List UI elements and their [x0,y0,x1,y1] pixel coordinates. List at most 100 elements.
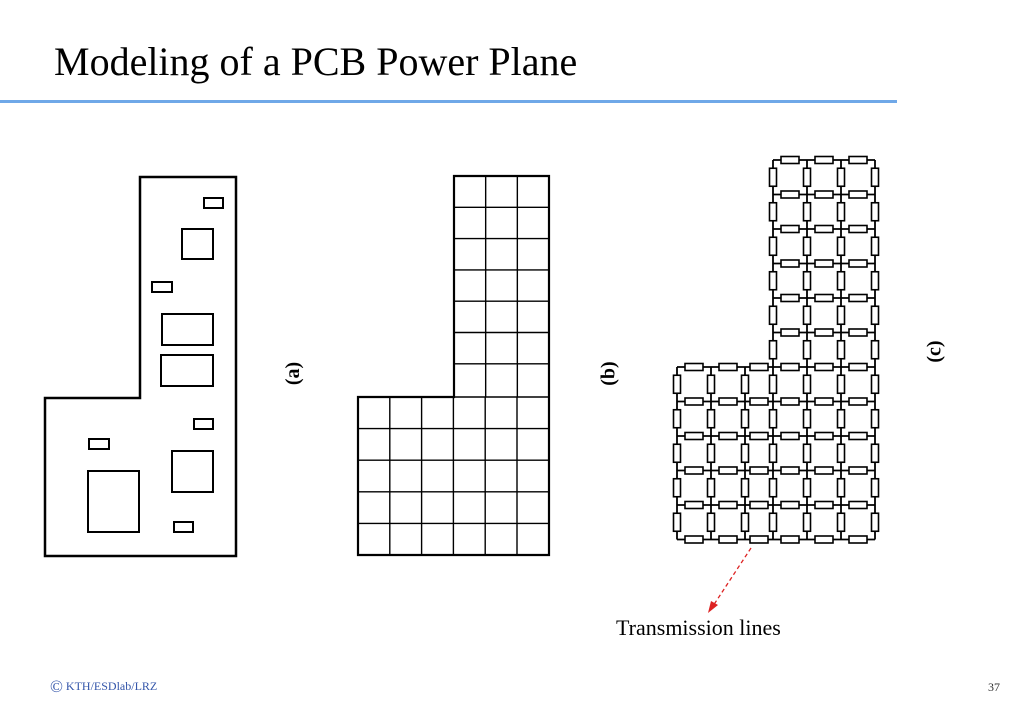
transmission-line-element [836,477,846,498]
transmission-line-element [802,477,812,498]
transmission-line-element [814,397,834,406]
transmission-line-element [836,236,846,257]
transmission-line-element [802,167,812,188]
transmission-line-element [740,512,750,533]
callout-arrow [708,547,752,613]
transmission-line-element [706,443,716,464]
transmission-line-element [718,397,738,406]
transmission-line-element [749,500,769,510]
transmission-line-element [780,397,800,406]
transmission-line-element [848,328,868,337]
transmission-line-element [848,466,868,475]
board-outline [43,175,238,558]
component-cutout [87,470,140,533]
transmission-line-element [836,374,846,395]
component-cutout [193,418,214,430]
transmission-line-element [749,535,769,544]
transmission-line-element [706,408,716,429]
transmission-line-element [814,328,834,337]
transmission-line-element [706,512,716,533]
figure-label-a: (a) [282,361,305,386]
transmission-line-element [684,362,704,372]
transmission-line-element [740,477,750,498]
transmission-line-element [802,443,812,464]
transmission-line-element [836,408,846,429]
transmission-line-element [740,374,750,395]
transmission-line-element [870,443,880,464]
board-outline-figure [43,175,238,558]
page-number: 37 [988,680,1000,694]
title-rule [0,100,897,103]
slide-title: Modeling of a PCB Power Plane [54,39,578,84]
transmission-line-element [672,512,682,533]
transmission-line-element [780,259,800,268]
footer-credit: © KTH/ESDlab/LRZ [50,677,157,697]
transmission-line-element [870,477,880,498]
transmission-line-element [684,535,704,544]
transmission-lines-label: Transmission lines [616,615,781,640]
transmission-line-element [749,431,769,441]
transmission-line-element [740,408,750,429]
transmission-line-element [768,167,778,188]
transmission-line-element [749,466,769,475]
component-cutout [181,228,214,260]
footer-text: KTH/ESDlab/LRZ [65,679,158,693]
transmission-line-element [749,397,769,406]
transmission-line-element [684,431,704,441]
transmission-line-element [768,477,778,498]
transmission-line-element [814,259,834,268]
transmission-line-element [848,190,868,199]
transmission-line-element [870,339,880,360]
transmission-line-element [672,443,682,464]
transmission-line-element [836,270,846,291]
transmission-line-element [814,431,834,441]
transmission-line-element [870,305,880,326]
transmission-line-element [780,328,800,337]
transmission-line-element [814,535,834,544]
transmission-line-element [836,201,846,222]
transmission-line-element [768,270,778,291]
transmission-line-element [814,293,834,303]
transmission-line-element [672,374,682,395]
figure-label-b: (b) [597,361,620,386]
component-cutout [160,354,214,387]
transmission-line-element [706,374,716,395]
component-cutout [203,197,224,209]
mesh-grid [356,174,551,557]
transmission-line-element [870,167,880,188]
transmission-line-element [802,512,812,533]
transmission-line-element [848,293,868,303]
transmission-line-element [870,270,880,291]
transmission-line-element [802,305,812,326]
transmission-line-element [768,236,778,257]
transmission-line-element [814,155,834,165]
transmission-line-element [780,431,800,441]
transmission-line-element [718,362,738,372]
transmission-line-element [802,374,812,395]
transmission-line-element [836,167,846,188]
transmission-line-element [768,339,778,360]
component-cutout [151,281,173,293]
transmission-line-element [836,512,846,533]
transmission-line-element [768,512,778,533]
transmission-line-element [802,270,812,291]
component-cutout [161,313,214,346]
transmission-line-element [848,259,868,268]
transmission-line-element [836,339,846,360]
transmission-line-element [848,500,868,510]
transmission-line-element [836,443,846,464]
transmission-line-element [848,362,868,372]
transmission-line-element [870,201,880,222]
transmission-line-element [684,397,704,406]
transmission-line-element [802,339,812,360]
transmission-line-element [780,535,800,544]
transmission-line-element [814,362,834,372]
transmission-line-element [814,224,834,234]
transmission-line-element [848,397,868,406]
transmission-line-element [672,408,682,429]
transmission-line-element [718,431,738,441]
transmission-line-element [780,466,800,475]
transmission-line-element [740,443,750,464]
transmission-line-element [802,201,812,222]
transmission-line-element [780,500,800,510]
